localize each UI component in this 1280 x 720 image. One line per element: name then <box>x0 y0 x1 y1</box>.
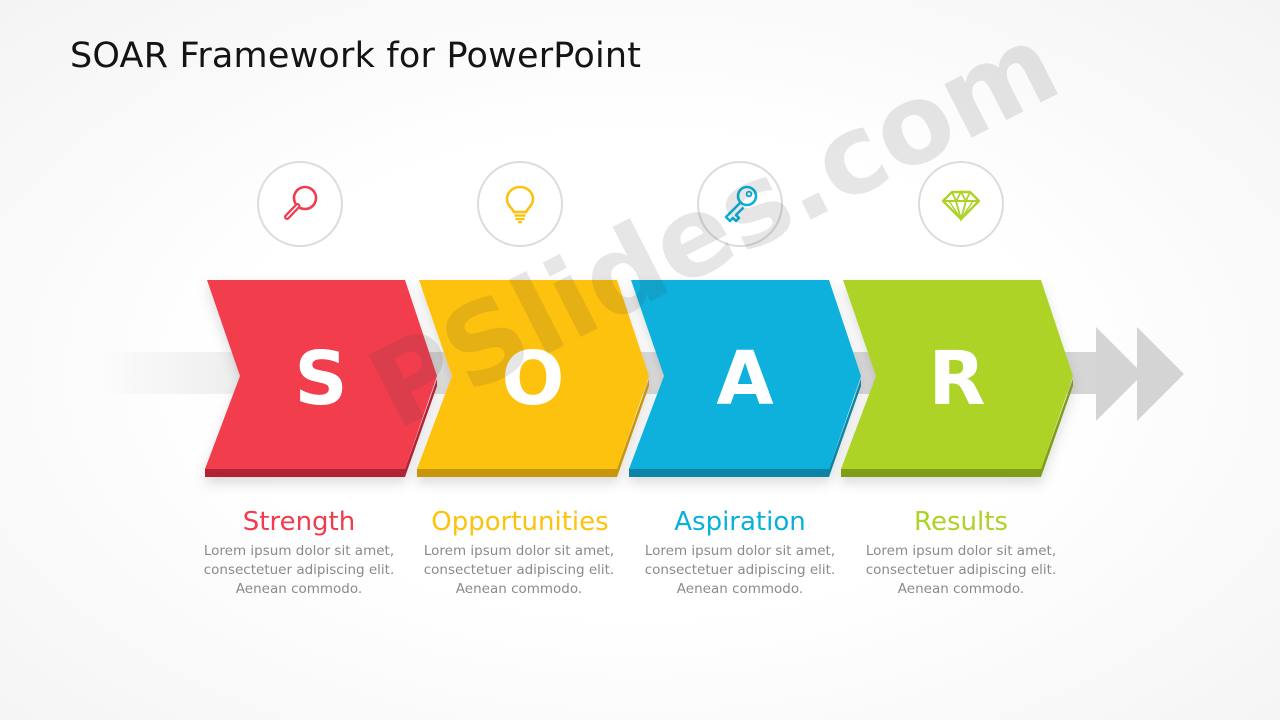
description-line: Aenean commodo. <box>897 581 1025 597</box>
label-results: Results <box>914 507 1008 537</box>
description-line: Lorem ipsum dolor sit amet, <box>865 543 1057 559</box>
description-strength: Lorem ipsum dolor sit amet, consectetuer… <box>189 542 409 599</box>
description-line: consectetuer adipiscing elit. <box>423 562 615 578</box>
description-line: Lorem ipsum dolor sit amet, <box>423 543 615 559</box>
diamond-icon-circle <box>918 161 1004 247</box>
description-line: Aenean commodo. <box>676 581 804 597</box>
label-aspiration: Aspiration <box>674 507 806 537</box>
description-results: Lorem ipsum dolor sit amet, consectetuer… <box>851 542 1071 599</box>
description-line: consectetuer adipiscing elit. <box>203 562 395 578</box>
letter-o: O <box>501 336 565 422</box>
magnifier-icon-circle <box>257 161 343 247</box>
description-line: consectetuer adipiscing elit. <box>644 562 836 578</box>
diamond-icon <box>941 190 981 223</box>
key-icon <box>724 185 758 223</box>
letter-r: R <box>928 336 986 422</box>
description-aspiration: Lorem ipsum dolor sit amet, consectetuer… <box>630 542 850 599</box>
letter-s: S <box>294 336 348 422</box>
chevron-a <box>629 280 861 477</box>
magnifier-icon <box>284 185 318 220</box>
letter-a: A <box>716 336 774 422</box>
lightbulb-icon <box>505 185 535 224</box>
description-opportunities: Lorem ipsum dolor sit amet, consectetuer… <box>409 542 629 599</box>
description-line: Lorem ipsum dolor sit amet, <box>203 543 395 559</box>
description-line: consectetuer adipiscing elit. <box>865 562 1057 578</box>
label-strength: Strength <box>242 507 356 537</box>
description-line: Aenean commodo. <box>235 581 363 597</box>
slide-title: SOAR Framework for PowerPoint <box>70 36 642 76</box>
chevron-r <box>841 280 1073 477</box>
label-opportunities: Opportunities <box>431 507 609 537</box>
lightbulb-icon-circle <box>477 161 563 247</box>
key-icon-circle <box>697 161 783 247</box>
description-line: Lorem ipsum dolor sit amet, <box>644 543 836 559</box>
chevron-s <box>205 280 437 477</box>
description-line: Aenean commodo. <box>455 581 583 597</box>
chevron-o <box>417 280 649 477</box>
